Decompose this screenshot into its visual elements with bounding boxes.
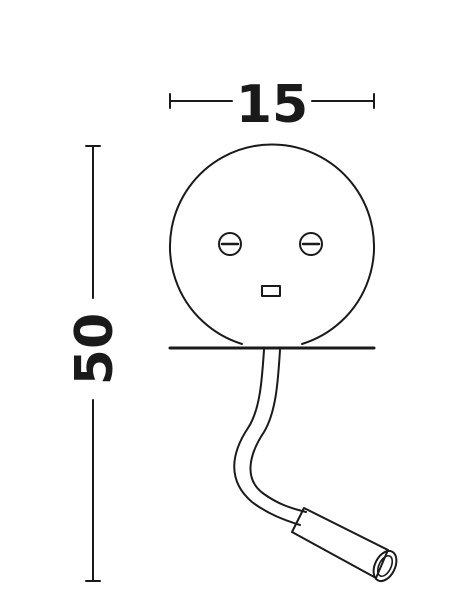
height-label: 50 — [65, 313, 125, 385]
lamp-sphere — [169, 143, 375, 345]
gooseneck-arm — [233, 349, 307, 526]
screw-right-icon — [299, 232, 323, 256]
screw-left-icon — [218, 232, 242, 256]
width-label: 15 — [236, 75, 308, 135]
reading-light-head — [291, 507, 398, 583]
width-dimension: 15 — [169, 75, 375, 135]
lamp-body — [168, 143, 398, 583]
switch-icon — [261, 285, 281, 297]
height-dimension: 50 — [65, 145, 125, 582]
